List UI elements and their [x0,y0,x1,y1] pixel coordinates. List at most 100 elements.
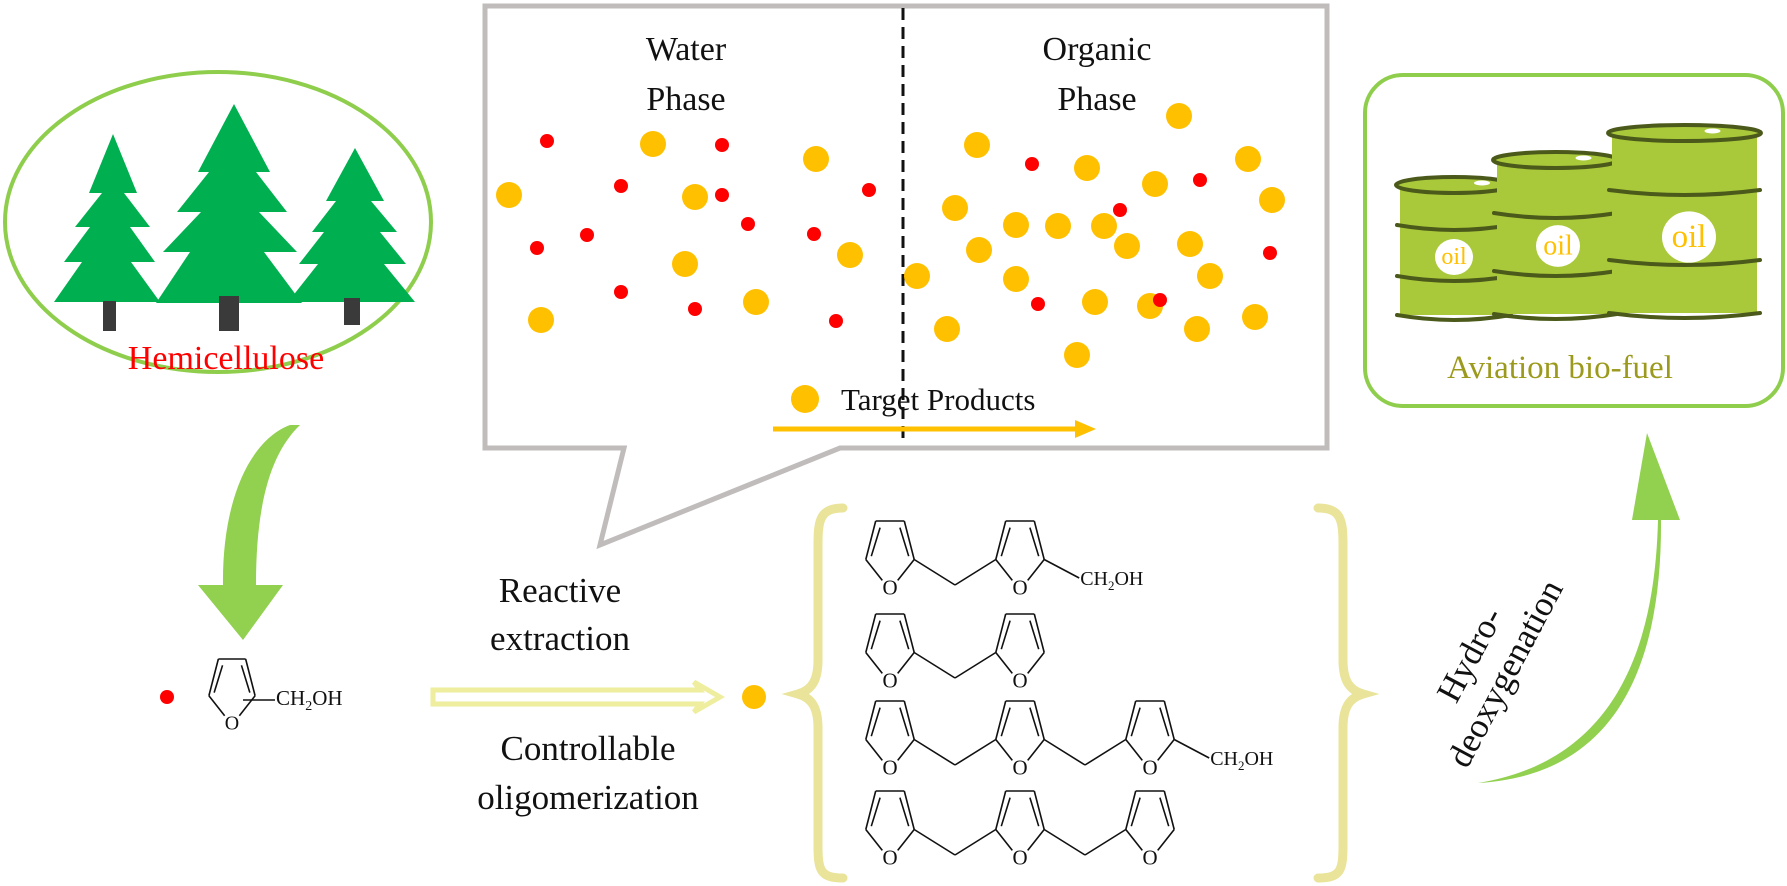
target-product-particle [1003,212,1029,238]
target-product-particle [942,195,968,221]
impurity-particle [530,241,544,255]
ring-oxygen: O [1142,756,1157,780]
furan-ring: O [1125,700,1175,780]
target-product-particle [1142,171,1168,197]
target-product-particle [1166,103,1192,129]
impurity-dot [160,690,174,704]
target-product-particle [1177,231,1203,257]
reactant: O CH2OH [160,658,343,734]
furan-ring: O [1125,790,1175,870]
tree-icon [156,104,302,303]
target-product-particle [964,132,990,158]
target-product-particle [1114,233,1140,259]
particles [496,103,1285,368]
oligomer-structure: O O O CH2OH [865,700,1273,780]
ring-oxygen: O [882,756,897,780]
target-product-particle [837,242,863,268]
furan-ring: O [865,700,915,780]
product-label: Aviation bio-fuel [1447,350,1673,386]
process-arrow [430,679,726,715]
target-product-particle [1045,213,1071,239]
furan-ring: O [995,700,1045,780]
barrels: oil oil oil [1394,123,1763,322]
oligomer-substituent: CH2OH [1080,568,1143,593]
ring-oxygen: O [1012,756,1027,780]
impurity-particle [715,138,729,152]
impurity-particle [688,302,702,316]
conversion-arrow [198,425,300,640]
ring-oxygen: O [882,846,897,870]
impurity-particle [807,227,821,241]
barrel-icon: oil [1394,175,1514,322]
organic-phase-title: Phase [1057,81,1136,118]
target-product-particle [1064,342,1090,368]
target-product-particle [934,316,960,342]
impurity-particle [540,134,554,148]
furan-ring: O [208,658,256,734]
barrel-tag-label: oil [1441,244,1467,270]
target-product-legend-label: Target Products [841,382,1035,417]
right-brace [1313,503,1380,883]
furan-ring: O [995,613,1045,693]
impurity-particle [1193,173,1207,187]
furan-ring: O [208,658,256,734]
target-product-particle [743,289,769,315]
target-product-particle [1091,213,1117,239]
impurity-particle [741,217,755,231]
left-brace [781,503,848,883]
oligomer-structure: O O CH2OH [865,520,1143,600]
target-product-particle [1242,304,1268,330]
target-product-particle [904,263,930,289]
furan-ring: O [995,520,1045,600]
ring-oxygen: O [882,576,897,600]
target-product-particle [803,146,829,172]
water-phase-title: Water [646,31,727,68]
product-panel: oil oil oil Aviation bio-fuel [1363,73,1785,408]
barrel-icon: oil [1491,150,1620,321]
barrel-tag [1435,238,1473,276]
oligomer-substituent: CH2OH [1210,748,1273,773]
process-label-bottom: Controllable [501,729,676,768]
transfer-arrow-head [1075,420,1096,438]
impurity-particle [580,228,594,242]
target-product-particle [682,184,708,210]
organic-phase-title: Organic [1043,31,1152,68]
target-product-particle [1235,146,1261,172]
tree-icon [288,148,415,302]
target-product-particle [1184,316,1210,342]
ring-oxygen: O [1012,669,1027,693]
process-label-bottom: oligomerization [477,778,699,817]
barrel-tag-label: oil [1672,219,1707,255]
target-product-particle [1197,263,1223,289]
target-product-particle [966,237,992,263]
tree-trunk [103,301,116,331]
target-product-particle [640,131,666,157]
impurity-particle [1031,297,1045,311]
water-phase-title: Phase [646,81,725,118]
phase-callout: Water Phase Organic Phase Target Product… [482,3,1330,550]
impurity-particle [829,314,843,328]
barrel-icon: oil [1606,123,1763,320]
impurity-particle [614,179,628,193]
barrel-tag-label: oil [1543,230,1573,261]
barrel-tag [1536,225,1580,267]
target-product-particle [1003,266,1029,292]
target-product-particle [1259,187,1285,213]
process-label-top: extraction [490,619,630,658]
impurity-particle [862,183,876,197]
impurity-particle [1025,157,1039,171]
furan-ring: O [865,790,915,870]
impurity-particle [1263,246,1277,260]
impurity-particle [614,285,628,299]
ring-oxygen: O [882,669,897,693]
furan-ring: O [995,790,1045,870]
ring-oxygen: O [1142,846,1157,870]
upgrade-arrow [1478,433,1680,783]
target-product-particle [1074,155,1100,181]
target-product-dot [742,685,766,709]
barrel-tag [1662,211,1716,263]
